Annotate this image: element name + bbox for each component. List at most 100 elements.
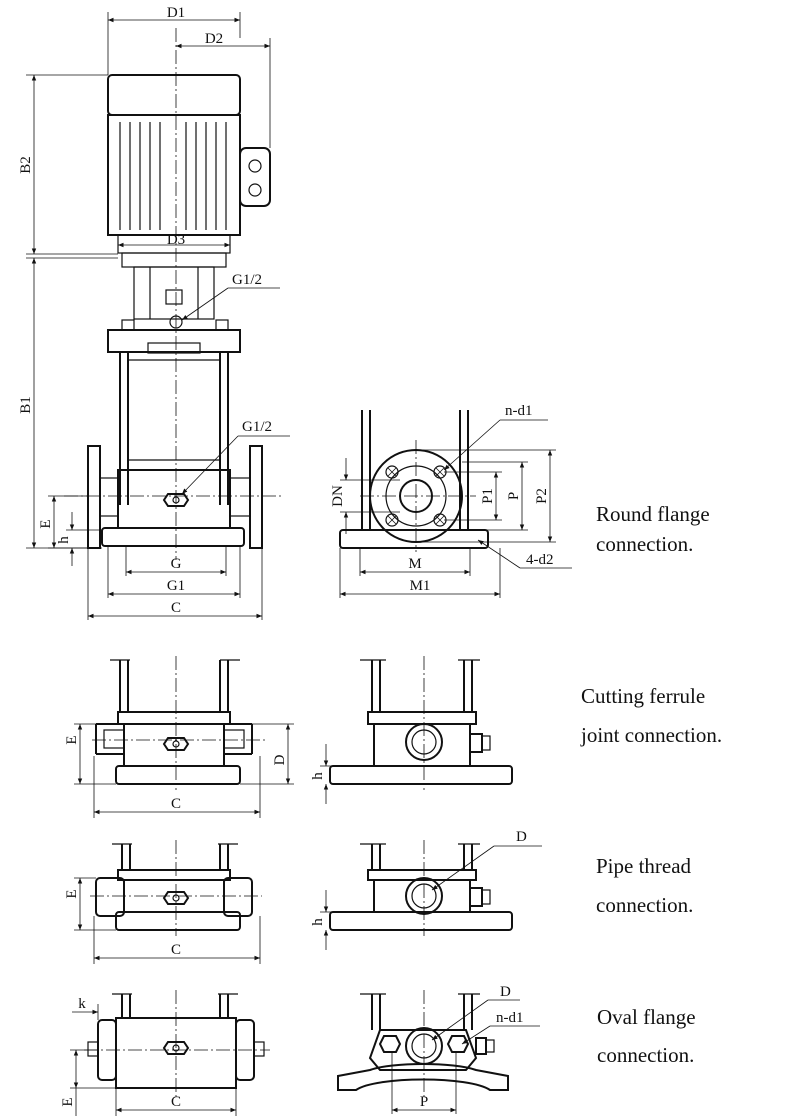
dim-d-label: D <box>516 829 527 845</box>
cutting-ferrule-caption: Cutting ferrule joint connection. <box>580 684 722 747</box>
dim-g-label: G <box>171 556 182 572</box>
dim-e-label: E <box>60 1097 76 1106</box>
dim-p2-label: P2 <box>534 488 550 504</box>
dim-p1-label: P1 <box>480 488 496 504</box>
dim-p-label: P <box>420 1094 428 1110</box>
pipe-thread-caption: Pipe thread connection. <box>596 854 693 917</box>
drain-plug-icon <box>162 1041 190 1055</box>
main-dimensions: D1 D2 B2 D3 B1 G1/2 G1/2 E h <box>18 5 290 620</box>
pipe-thread-front-view <box>90 840 262 936</box>
dim-h-label: h <box>310 918 326 926</box>
dim-d-label: D <box>500 984 511 1000</box>
base-foot <box>329 765 513 785</box>
base-foot <box>339 529 489 549</box>
pipe-thread-side-view <box>329 840 513 936</box>
bolt-hole-icon <box>378 1035 402 1053</box>
oval-flange-front-view <box>84 990 270 1100</box>
round-flange-caption: Round flange connection. <box>596 502 710 556</box>
cutting-ferrule-side-view <box>329 656 513 790</box>
cutting-ferrule-front-view <box>92 656 266 790</box>
pump-collar <box>117 711 231 725</box>
cutting-side-dimensions: h <box>310 744 346 804</box>
caption-oval-line1: Oval flange <box>597 1005 696 1029</box>
pump-head <box>107 329 241 353</box>
motor-body <box>107 114 241 236</box>
caption-cutting-line2: joint connection. <box>580 723 722 747</box>
base-foot <box>115 765 241 785</box>
caption-pipe-line1: Pipe thread <box>596 854 692 878</box>
base-foot <box>101 527 245 547</box>
n-d1-label: n-d1 <box>505 403 533 419</box>
bolt-icon <box>87 1041 99 1057</box>
pump-base-chamber <box>117 469 231 529</box>
dim-k-label: k <box>78 996 86 1012</box>
dim-c-label: C <box>171 796 181 812</box>
base-foot <box>329 911 513 931</box>
inlet-connector <box>95 723 124 755</box>
oval-flange-side-view <box>337 990 509 1100</box>
bolt-icon <box>253 1041 265 1057</box>
adapter <box>121 252 227 268</box>
dim-d-label: D <box>272 754 288 765</box>
dim-b1-label: B1 <box>18 396 34 414</box>
caption-cutting-line1: Cutting ferrule <box>581 684 705 708</box>
head-plate <box>147 342 201 354</box>
oval-flange-dimensions: k E C <box>60 996 237 1116</box>
oval-flange-caption: Oval flange connection. <box>597 1005 696 1067</box>
dim-g1-label: G1 <box>167 578 185 594</box>
oval-side-dimensions: D n-d1 P <box>391 984 540 1114</box>
drain-plug-icon <box>162 493 190 507</box>
motor-fins <box>119 122 227 230</box>
plug-icon <box>469 733 483 753</box>
dim-dn-label: DN <box>330 485 346 507</box>
dim-d1-label: D1 <box>167 5 185 21</box>
dim-m1-label: M1 <box>410 578 431 594</box>
pipe-side-dimensions: D h <box>310 829 542 950</box>
pipe-thread-dimensions: E C <box>64 877 261 964</box>
inlet-neck <box>99 477 119 517</box>
caption-oval-line2: connection. <box>597 1043 694 1067</box>
dim-m-label: M <box>408 556 421 572</box>
g-half-top-label: G1/2 <box>232 272 262 288</box>
dim-c-label: C <box>171 600 181 616</box>
plug-icon <box>469 887 483 907</box>
pump-base-chamber <box>123 723 225 767</box>
dim-d3-label: D3 <box>167 232 185 248</box>
motor-cap <box>107 74 241 116</box>
n-d1-label: n-d1 <box>496 1010 524 1026</box>
cutting-ferrule-dimensions: E D C <box>64 723 294 818</box>
cable-gland-icon <box>248 183 262 197</box>
coupling-guard <box>133 266 215 320</box>
terminal-box <box>239 147 271 207</box>
dim-c-label: C <box>171 942 181 958</box>
cable-gland-icon <box>248 159 262 173</box>
oval-flange-face <box>368 1029 478 1071</box>
head-nut <box>121 319 135 331</box>
outlet-connector <box>224 723 253 755</box>
round-flange-side-view <box>339 410 489 552</box>
dim-h-label: h <box>310 772 326 780</box>
dim-e-label: E <box>38 519 54 528</box>
round-flange-dimensions: DN n-d1 P1 P P2 4-d2 M M1 <box>330 403 572 598</box>
dim-c-label: C <box>171 1094 181 1110</box>
head-nut <box>215 319 229 331</box>
dim-e-label: E <box>64 735 80 744</box>
dim-e-label: E <box>64 889 80 898</box>
caption-round-line2: connection. <box>596 532 693 556</box>
g-half-mid-label: G1/2 <box>242 419 272 435</box>
inlet-flange <box>87 445 101 549</box>
outlet-flange <box>249 445 263 549</box>
drain-plug-icon <box>162 891 190 905</box>
bolt-hole-icon <box>446 1035 470 1053</box>
base-foot <box>115 911 241 931</box>
caption-pipe-line2: connection. <box>596 893 693 917</box>
drain-plug-icon <box>162 737 190 751</box>
caption-round-line1: Round flange <box>596 502 710 526</box>
outlet-thread <box>223 877 253 917</box>
dim-d2-label: D2 <box>205 31 223 47</box>
main-front-view <box>64 28 282 560</box>
base-foot <box>337 1063 509 1091</box>
outlet-neck <box>229 477 251 517</box>
plug-icon <box>475 1037 487 1055</box>
